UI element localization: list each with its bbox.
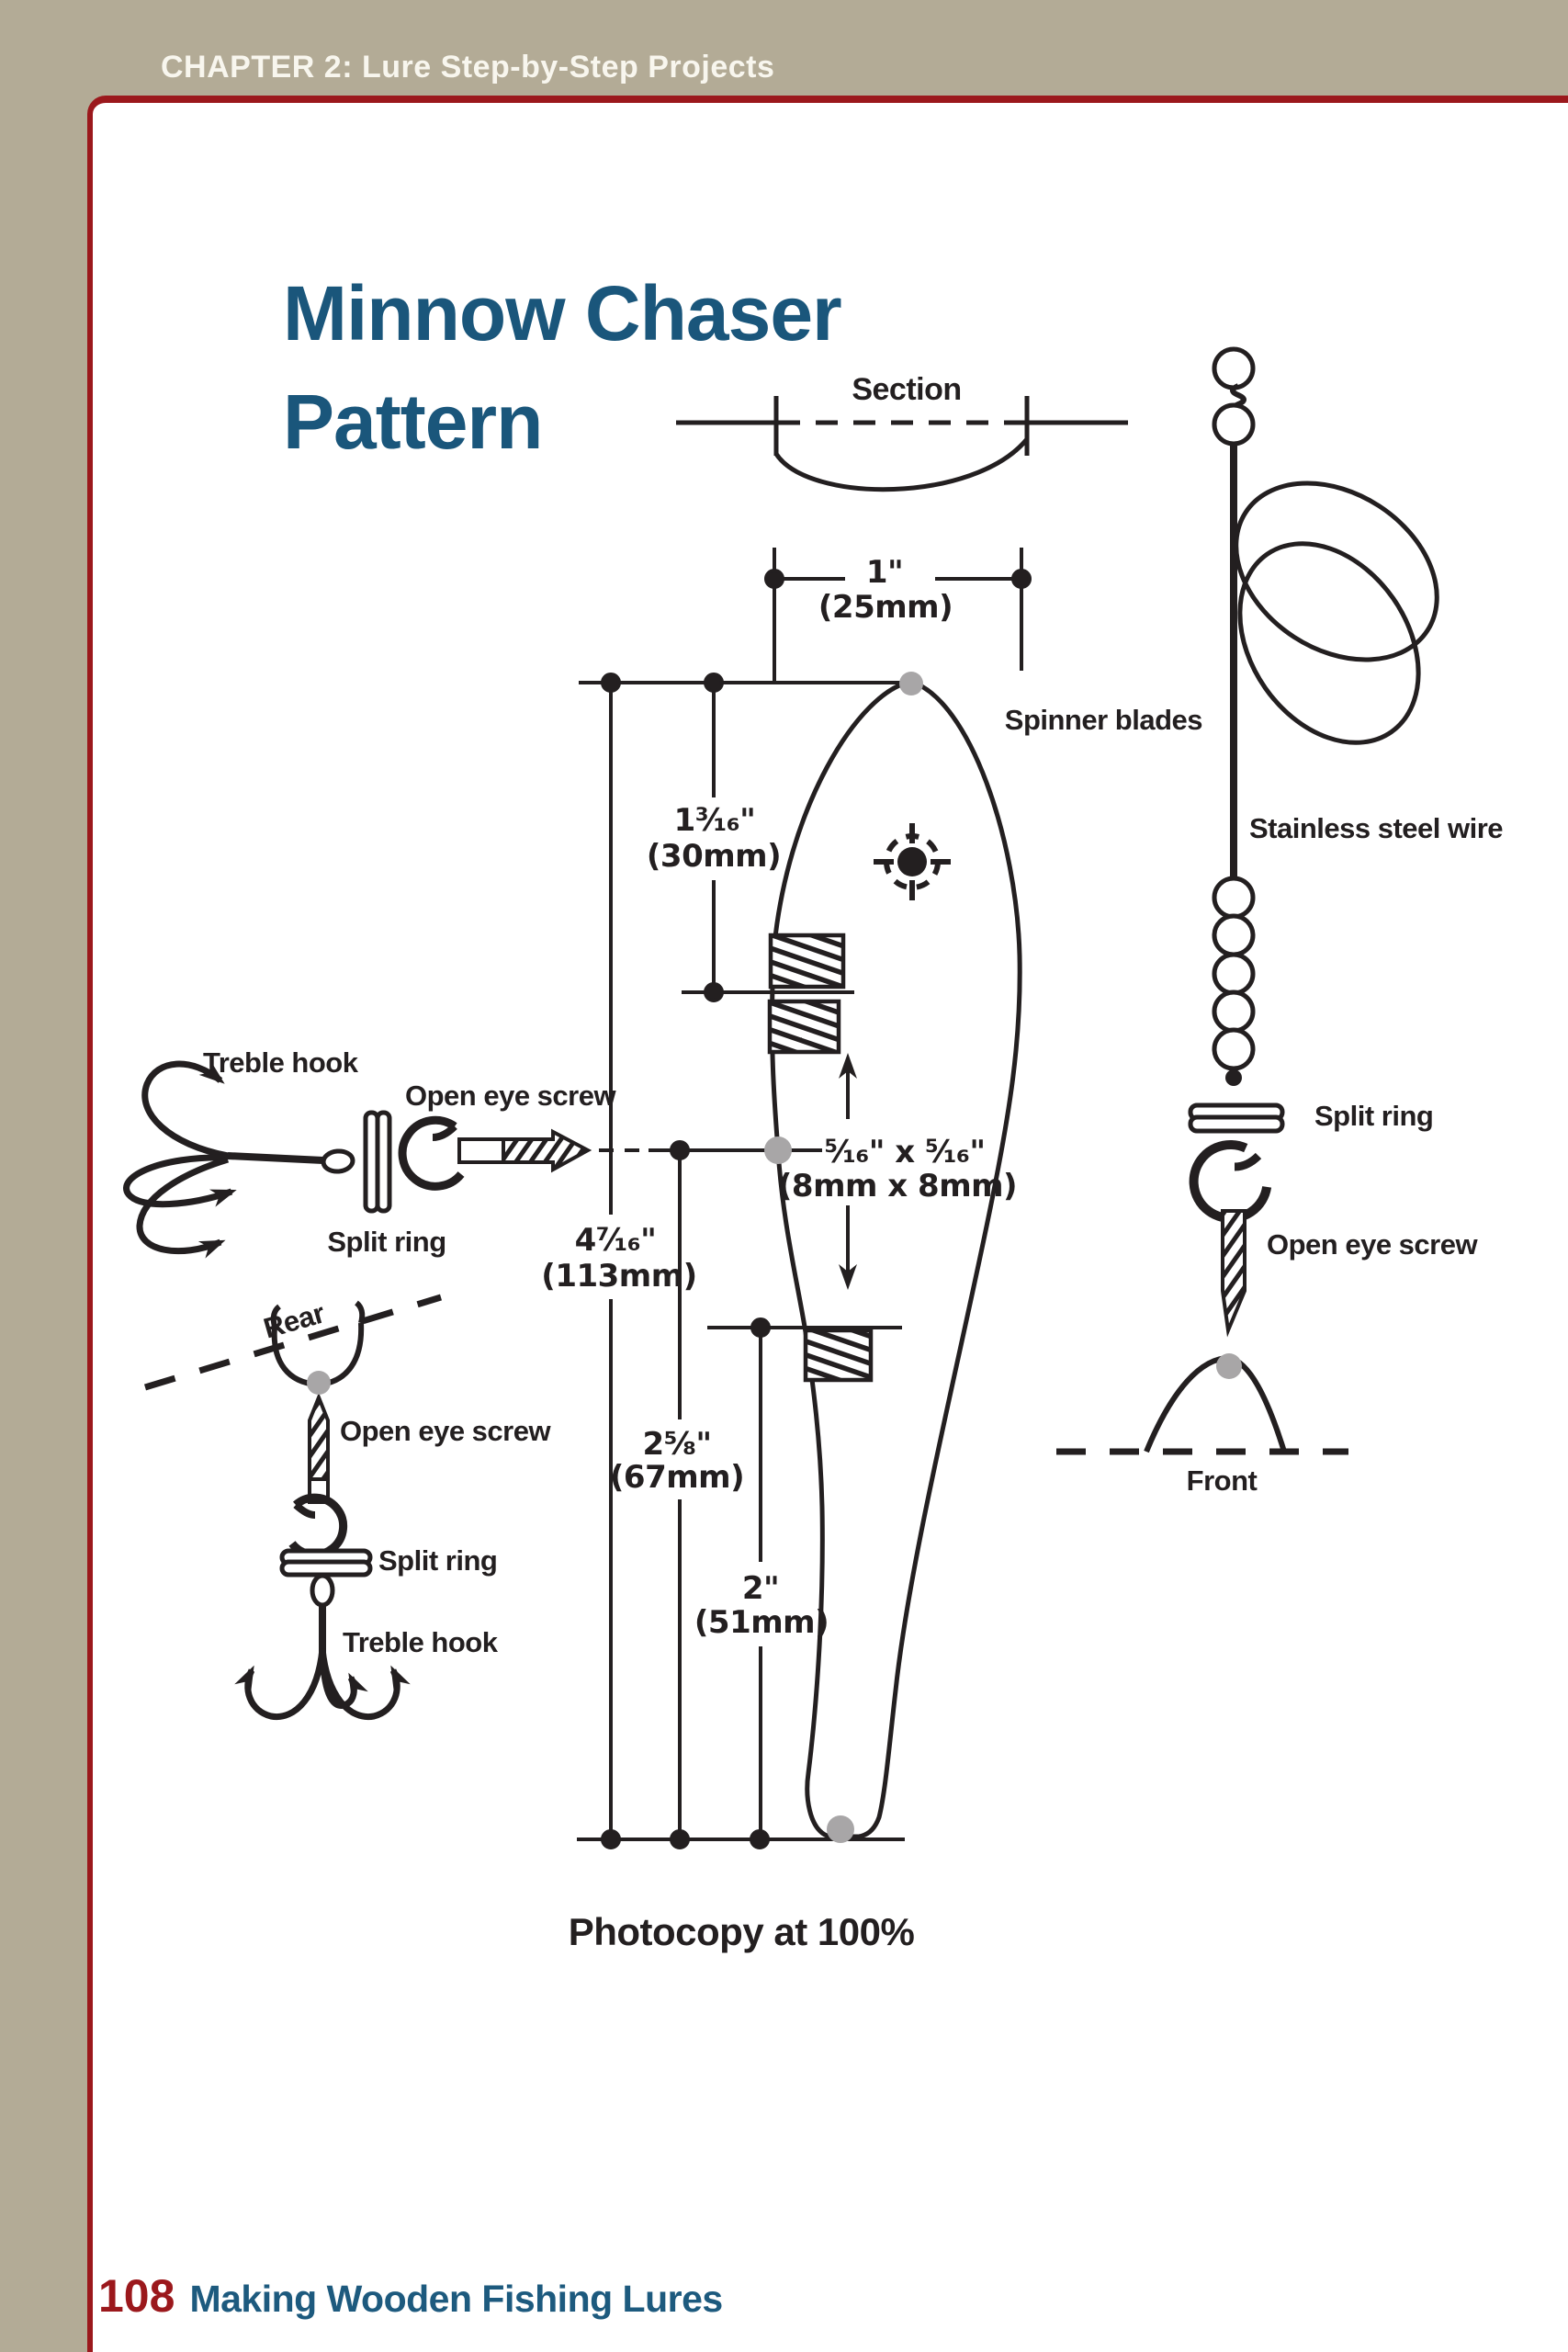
open-eye-screw-icon — [398, 1115, 592, 1191]
open-eye-screw-icon — [1189, 1139, 1272, 1338]
section-label: Section — [852, 372, 962, 407]
slot-hatched-notches — [767, 933, 874, 1383]
dim-mid-in: 2⅝" — [642, 1426, 712, 1463]
rear-datum-dashed-line — [143, 1294, 443, 1391]
pattern-title-line1: Minnow Chaser — [283, 270, 842, 356]
treble-hook-icon — [123, 1060, 355, 1259]
spinner-rig — [1188, 346, 1439, 1338]
split-ring-rear-label: Split ring — [378, 1544, 498, 1577]
open-eye-screw-left-label: Open eye screw — [405, 1080, 616, 1112]
swivel-ring-icon — [1212, 346, 1256, 390]
split-ring-icon — [1188, 1102, 1285, 1134]
split-ring-left-label: Split ring — [327, 1226, 446, 1258]
dim-nose-in: 1³⁄₁₆" — [673, 802, 756, 839]
tow-point-target-icon — [874, 823, 951, 900]
open-eye-screw-icon — [288, 1392, 348, 1559]
dim-width-mm: (25mm) — [818, 589, 953, 626]
split-ring-icon — [363, 1110, 392, 1214]
rear-hook-assembly — [143, 1294, 443, 1721]
dim-mid-mm: (67mm) — [609, 1459, 745, 1496]
swivel-ring-icon — [1212, 402, 1256, 447]
dim-length-in: 4⁷⁄₁₆" — [574, 1222, 657, 1259]
dim-slot-mm: (8mm x 8mm) — [777, 1168, 1018, 1204]
treble-hook-left-label: Treble hook — [203, 1046, 358, 1079]
stainless-wire-label: Stainless steel wire — [1249, 812, 1504, 844]
pattern-title-line2: Pattern — [283, 379, 543, 465]
page-number: 108 — [98, 2270, 175, 2322]
dim-width-in: 1" — [865, 554, 904, 591]
dim-nose-mm: (30mm) — [646, 838, 782, 875]
treble-hook-icon — [234, 1573, 411, 1721]
photocopy-note: Photocopy at 100% — [568, 1910, 915, 1953]
screw-locator-dots — [307, 672, 1242, 1843]
section-view — [676, 396, 1128, 492]
dim-length-mm: (113mm) — [541, 1258, 697, 1295]
book-title: Making Wooden Fishing Lures — [189, 2278, 723, 2320]
side-hook-assembly — [123, 1060, 592, 1259]
beads-icon — [1212, 876, 1256, 1071]
front-view — [1056, 1354, 1348, 1455]
page-footer: 108 Making Wooden Fishing Lures — [98, 2273, 723, 2319]
dimension-lines — [577, 548, 1032, 1849]
spinner-blade-icon — [1234, 481, 1439, 662]
dim-tail-mm: (51mm) — [694, 1604, 829, 1641]
dim-slot-in: ⁵⁄₁₆" x ⁵⁄₁₆" — [824, 1134, 986, 1170]
spinner-blades-label: Spinner blades — [1004, 704, 1203, 736]
open-eye-screw-right-label: Open eye screw — [1267, 1228, 1478, 1261]
spinner-blade-icon — [1237, 541, 1421, 745]
pattern-title: Minnow Chaser Pattern — [283, 259, 842, 476]
lure-body-outline — [770, 679, 1022, 1839]
split-ring-icon — [279, 1548, 373, 1577]
dim-tail-in: 2" — [741, 1570, 780, 1607]
split-ring-right-label: Split ring — [1314, 1100, 1434, 1132]
front-label: Front — [1186, 1464, 1258, 1497]
treble-hook-rear-label: Treble hook — [343, 1626, 498, 1658]
chapter-header: CHAPTER 2: Lure Step-by-Step Projects — [161, 50, 775, 85]
open-eye-screw-rear-label: Open eye screw — [340, 1415, 551, 1447]
